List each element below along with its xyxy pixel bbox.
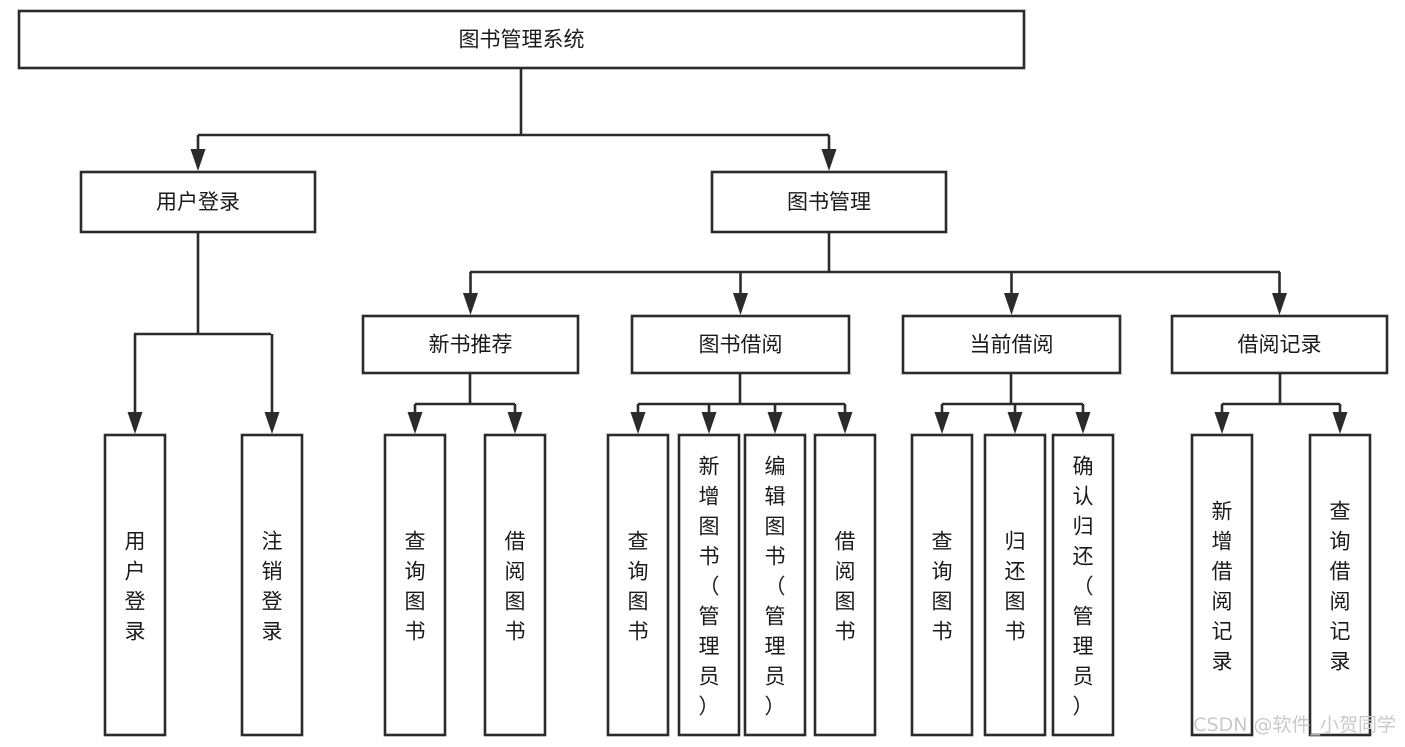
node-label-book-management: 图书管理	[787, 190, 871, 214]
node-box-root[interactable]	[17, 9, 1026, 70]
arrow-to-borrow-record	[1332, 404, 1348, 434]
node-label-user-login: 用户登录	[156, 190, 240, 214]
node-book-borrow[interactable]: 图书借阅	[630, 314, 851, 375]
arrow-to-user-login	[264, 334, 280, 434]
node-label-leaf-user-login: 用户登录	[125, 529, 146, 643]
arrow-to-borrow-record	[1214, 404, 1230, 434]
node-box-new-book-recommend[interactable]	[361, 314, 580, 375]
node-label-leaf-query-book-current: 查询图书	[932, 529, 953, 643]
connector-book-management-bar	[470, 232, 1280, 274]
connector-user-login-bar	[134, 232, 271, 336]
node-label-leaf-borrow-book-recommend: 借阅图书	[505, 529, 526, 643]
node-borrow-record[interactable]: 借阅记录	[1170, 314, 1389, 375]
arrow-to-book-management	[463, 272, 478, 315]
arrow-to-current-borrow	[934, 404, 950, 434]
node-new-book-recommend[interactable]: 新书推荐	[361, 314, 580, 375]
arrow-to-book-borrow	[701, 404, 717, 434]
node-root[interactable]: 图书管理系统	[17, 9, 1026, 70]
node-leaf-query-book-borrow[interactable]: 查询图书	[606, 433, 670, 737]
node-leaf-confirm-return[interactable]: 确认归还（管理员）	[1051, 433, 1115, 737]
arrow-to-new-book-recommend	[507, 404, 523, 434]
node-leaf-query-book-recommend[interactable]: 查询图书	[383, 433, 447, 737]
node-leaf-edit-book[interactable]: 编辑图书（管理员）	[743, 433, 807, 737]
node-layer: 图书管理系统用户登录图书管理新书推荐图书借阅当前借阅借阅记录用户登录注销登录查询…	[17, 9, 1389, 737]
arrow-to-new-book-recommend	[407, 404, 423, 434]
node-leaf-add-borrow-record[interactable]: 新增借阅记录	[1190, 433, 1254, 737]
node-box-leaf-query-book-current[interactable]	[910, 433, 974, 737]
arrow-to-current-borrow	[1075, 404, 1091, 434]
node-leaf-logout[interactable]: 注销登录	[240, 433, 304, 737]
node-label-book-borrow: 图书借阅	[699, 333, 783, 357]
arrow-to-book-borrow	[837, 404, 853, 434]
node-box-leaf-query-borrow-record[interactable]	[1308, 433, 1372, 737]
arrow-to-book-management	[1004, 272, 1019, 315]
arrow-to-book-borrow	[767, 404, 783, 434]
arrow-to-book-management	[733, 272, 748, 315]
node-box-leaf-borrow-book[interactable]	[813, 433, 877, 737]
arrow-to-user-login	[127, 334, 143, 434]
node-box-leaf-logout[interactable]	[240, 433, 304, 737]
node-label-leaf-add-borrow-record: 新增借阅记录	[1212, 499, 1233, 673]
node-box-book-management[interactable]	[710, 170, 948, 234]
node-current-borrow[interactable]: 当前借阅	[901, 314, 1122, 375]
node-box-leaf-return-book[interactable]	[983, 433, 1047, 737]
node-leaf-return-book[interactable]: 归还图书	[983, 433, 1047, 737]
node-label-leaf-add-book: 新增图书（管理员）	[699, 454, 720, 718]
node-box-current-borrow[interactable]	[901, 314, 1122, 375]
arrow-to-current-borrow	[1007, 404, 1023, 434]
node-label-current-borrow: 当前借阅	[970, 333, 1054, 357]
node-box-book-borrow[interactable]	[630, 314, 851, 375]
node-user-login[interactable]: 用户登录	[79, 170, 317, 234]
node-label-leaf-query-borrow-record: 查询借阅记录	[1330, 499, 1351, 673]
node-box-user-login[interactable]	[79, 170, 317, 234]
node-label-leaf-query-book-recommend: 查询图书	[405, 529, 426, 643]
node-box-leaf-edit-book[interactable]	[743, 433, 807, 737]
node-leaf-add-book[interactable]: 新增图书（管理员）	[677, 433, 741, 737]
node-book-management[interactable]: 图书管理	[710, 170, 948, 234]
node-label-leaf-query-book-borrow: 查询图书	[628, 529, 649, 643]
node-leaf-query-borrow-record[interactable]: 查询借阅记录	[1308, 433, 1372, 737]
connector-layer	[127, 68, 1348, 434]
node-box-leaf-add-borrow-record[interactable]	[1190, 433, 1254, 737]
node-label-leaf-logout: 注销登录	[262, 529, 283, 643]
node-box-leaf-user-login[interactable]	[103, 433, 167, 737]
node-label-new-book-recommend: 新书推荐	[429, 333, 513, 357]
node-leaf-borrow-book[interactable]: 借阅图书	[813, 433, 877, 737]
watermark-layer: CSDN @软件_小贺同学	[1193, 714, 1396, 736]
node-label-root: 图书管理系统	[459, 28, 585, 52]
connector-new-book-recommend-bar	[415, 373, 515, 406]
arrow-to-book-borrow	[630, 404, 646, 434]
node-label-leaf-edit-book: 编辑图书（管理员）	[765, 454, 786, 718]
node-box-borrow-record[interactable]	[1170, 314, 1389, 375]
connector-root-bar	[198, 68, 829, 137]
node-leaf-borrow-book-recommend[interactable]: 借阅图书	[483, 433, 547, 737]
arrow-to-root	[190, 135, 206, 171]
node-label-leaf-confirm-return: 确认归还（管理员）	[1073, 454, 1094, 718]
node-label-leaf-return-book: 归还图书	[1005, 529, 1026, 643]
node-label-borrow-record: 借阅记录	[1238, 333, 1322, 357]
node-box-leaf-query-book-recommend[interactable]	[383, 433, 447, 737]
node-box-leaf-borrow-book-recommend[interactable]	[483, 433, 547, 737]
csdn-watermark: CSDN @软件_小贺同学	[1193, 714, 1396, 736]
node-leaf-query-book-current[interactable]: 查询图书	[910, 433, 974, 737]
node-label-leaf-borrow-book: 借阅图书	[835, 529, 856, 643]
node-box-leaf-query-book-borrow[interactable]	[606, 433, 670, 737]
arrow-to-root	[821, 135, 837, 171]
arrow-to-book-management	[1272, 272, 1287, 315]
connector-book-borrow-bar	[638, 373, 845, 406]
node-leaf-user-login[interactable]: 用户登录	[103, 433, 167, 737]
node-box-leaf-confirm-return[interactable]	[1051, 433, 1115, 737]
connector-borrow-record-bar	[1222, 373, 1340, 406]
node-box-leaf-add-book[interactable]	[677, 433, 741, 737]
connector-current-borrow-bar	[942, 373, 1083, 406]
